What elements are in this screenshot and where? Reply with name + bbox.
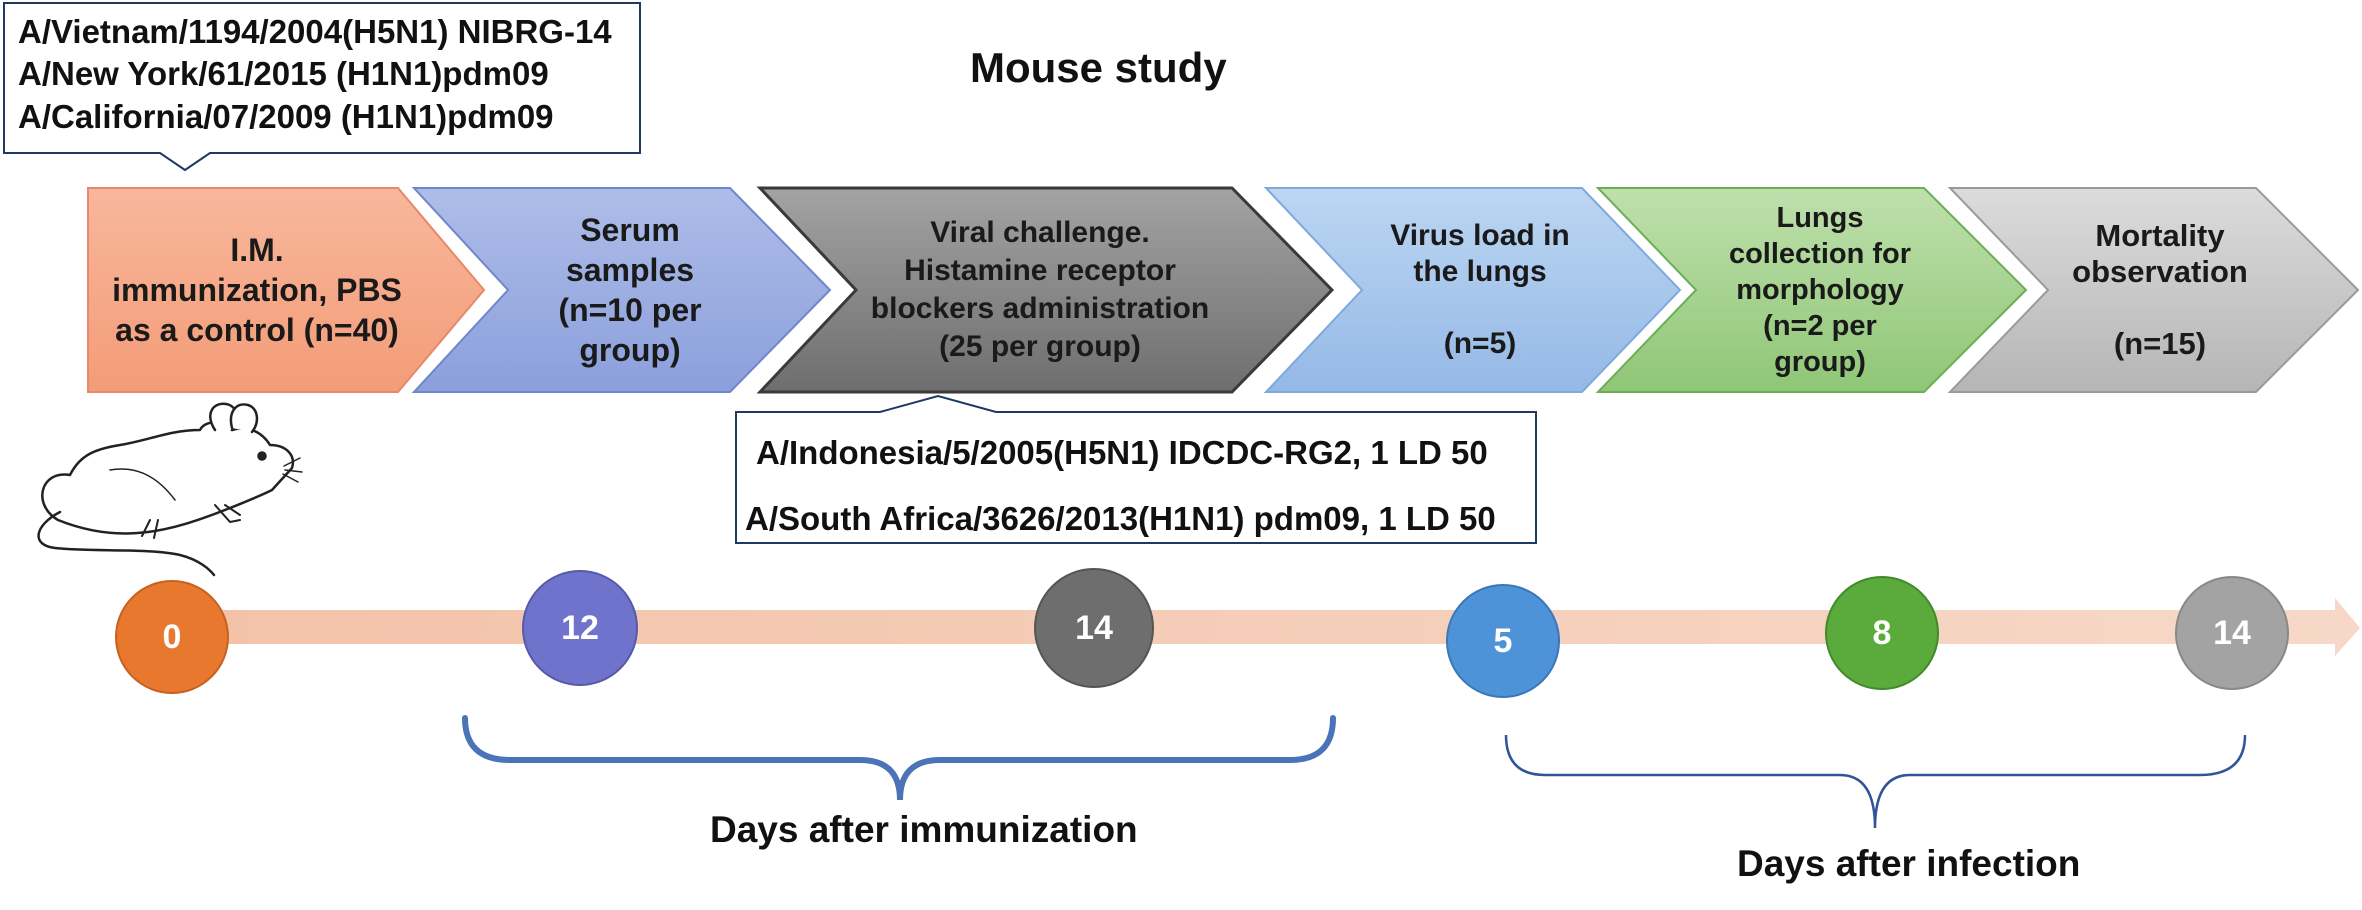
day-label-14-infection: 14 <box>2213 613 2251 652</box>
day-circle-8 <box>1825 576 1939 690</box>
step-label-immunization: I.M. immunization, PBS as a control (n=4… <box>112 232 402 348</box>
step-arrow-virus-load <box>1263 187 1682 393</box>
step-label-serum: Serum samples (n=10 per group) <box>558 212 702 368</box>
step-label-challenge: Viral challenge. Histamine receptor bloc… <box>870 216 1210 363</box>
day-label-0: 0 <box>162 617 182 656</box>
vaccine-strain-2: A/New York/61/2015 (H1N1)pdm09 <box>18 55 549 92</box>
infection-brace <box>1504 734 2247 829</box>
day-label-5: 5 <box>1493 621 1513 660</box>
days-after-infection-label: Days after infection <box>1737 843 2081 884</box>
day-circle-12 <box>522 570 638 686</box>
diagram-title: Mouse study <box>970 44 1227 91</box>
immunization-brace <box>462 715 1336 801</box>
day-label-8: 8 <box>1872 613 1892 652</box>
step-label-mortality: Mortality observation (n=15) <box>2072 218 2248 361</box>
vaccine-strain-3: A/California/07/2009 (H1N1)pdm09 <box>18 98 554 135</box>
step-label-virus-load: Virus load in the lungs (n=5) <box>1390 219 1570 360</box>
step-arrow-lungs <box>1595 187 2028 393</box>
challenge-strain-1: A/Indonesia/5/2005(H5N1) IDCDC-RG2, 1 LD… <box>756 434 1488 471</box>
step-arrow-serum <box>411 187 832 393</box>
mouse-illustration <box>37 402 303 577</box>
day-label-14-immunization: 14 <box>1075 608 1113 647</box>
day-circle-0 <box>115 580 229 694</box>
vaccine-callout-box <box>3 2 641 172</box>
step-arrow-immunization <box>87 187 486 393</box>
challenge-strain-2: A/South Africa/3626/2013(H1N1) pdm09, 1 … <box>745 500 1496 537</box>
day-label-12: 12 <box>561 608 599 647</box>
vaccine-strain-1: A/Vietnam/1194/2004(H5N1) NIBRG-14 <box>18 13 612 50</box>
day-circle-14-infection <box>2175 576 2289 690</box>
day-circle-14-immunization <box>1034 568 1154 688</box>
step-arrow-challenge <box>756 186 1335 394</box>
step-arrow-mortality <box>1947 187 2360 393</box>
step-label-lungs: Lungs collection for morphology (n=2 per… <box>1728 202 1912 378</box>
challenge-callout-box <box>735 394 1537 544</box>
timeline-arrow <box>150 598 2360 656</box>
days-after-immunization-label: Days after immunization <box>710 809 1138 850</box>
day-circle-5 <box>1446 584 1560 698</box>
